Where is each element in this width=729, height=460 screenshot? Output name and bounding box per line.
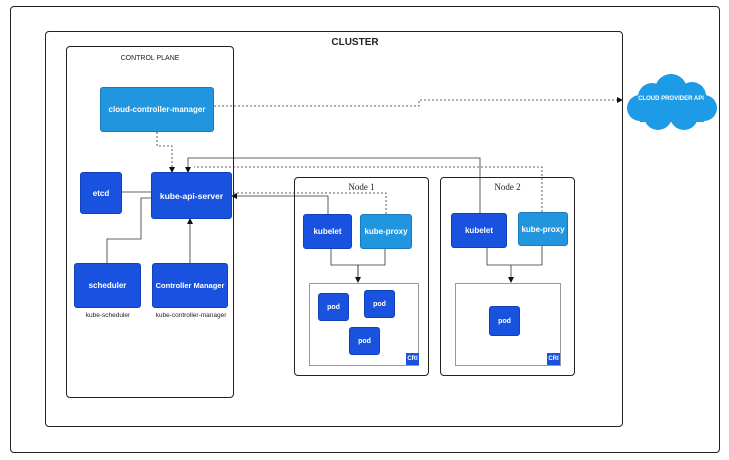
node2-kube-proxy-box[interactable]: kube-proxy xyxy=(518,212,568,246)
node1-kube-proxy-box[interactable]: kube-proxy xyxy=(360,214,412,249)
node2-kubelet-box[interactable]: kubelet xyxy=(451,213,507,248)
etcd-box[interactable]: etcd xyxy=(80,172,122,214)
scheduler-caption: kube-scheduler xyxy=(85,312,131,319)
node2-title: Node 2 xyxy=(494,182,521,192)
node2-cri-lines xyxy=(486,246,543,266)
node2-pod[interactable]: pod xyxy=(489,306,520,336)
scheduler-api-line xyxy=(106,197,151,263)
cloud-controller-manager-box[interactable]: cloud-controller-manager xyxy=(100,87,214,132)
scheduler-box[interactable]: scheduler xyxy=(74,263,141,308)
node2-kubelet-api-line xyxy=(185,157,481,213)
ccm-to-cloud-line xyxy=(214,97,623,107)
node1-pod-2[interactable]: pod xyxy=(364,290,395,318)
node1-proxy-api-line xyxy=(232,192,387,214)
node1-pod-1[interactable]: pod xyxy=(318,293,349,321)
node1-pod-3[interactable]: pod xyxy=(349,327,380,355)
node1-kubelet-api-line xyxy=(231,193,329,214)
cloud-provider-label: CLOUD PROVIDER API xyxy=(638,96,704,102)
node2-cri-label: CRI xyxy=(547,353,560,365)
controller-manager-caption: kube-controller-manager xyxy=(155,312,227,319)
node1-title: Node 1 xyxy=(348,182,375,192)
cloud-provider-icon[interactable] xyxy=(622,70,720,134)
controller-manager-box[interactable]: Controller Manager xyxy=(152,263,228,308)
cluster-title: CLUSTER xyxy=(331,37,379,48)
node1-cri-label: CRI xyxy=(406,353,419,365)
kube-api-server-box[interactable]: kube-api-server xyxy=(151,172,232,219)
node1-kubelet-box[interactable]: kubelet xyxy=(303,214,352,249)
ccm-api-line xyxy=(154,127,175,173)
node2-proxy-api-line xyxy=(194,166,543,212)
control-plane-title: CONTROL PLANE xyxy=(120,55,180,62)
